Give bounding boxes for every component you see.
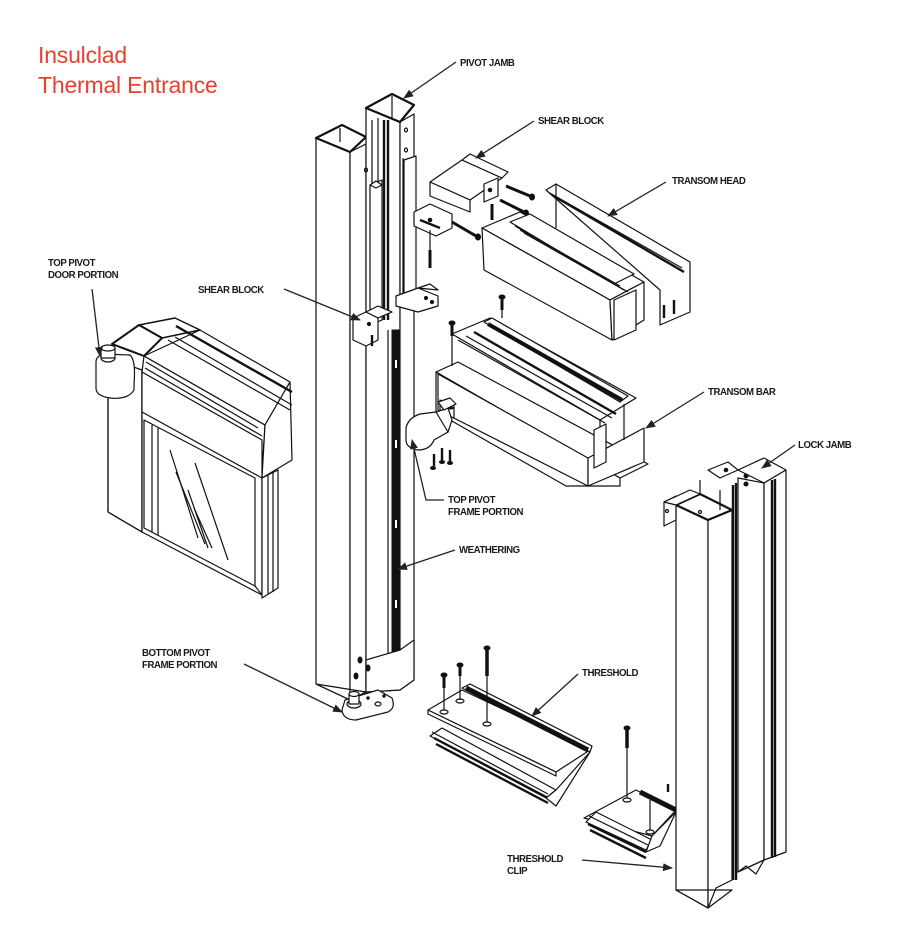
label-shear-block-left: SHEAR BLOCK — [198, 284, 264, 296]
shear-block-jamb-right — [395, 283, 439, 313]
label-transom-head: TRANSOM HEAD — [672, 175, 746, 187]
glass-reflection — [169, 449, 229, 561]
label-line: CLIP — [507, 865, 528, 877]
label-pivot-jamb: PIVOT JAMB — [460, 57, 515, 69]
label-shear-block-top: SHEAR BLOCK — [538, 115, 604, 127]
label-threshold: THRESHOLD — [582, 667, 638, 679]
label-line: BOTTOM PIVOT — [142, 647, 210, 659]
screws-transom-bar — [448, 294, 506, 366]
label-line: TOP PIVOT — [48, 257, 96, 269]
weathering-strip — [391, 329, 401, 671]
top-pivot-door-portion — [95, 344, 136, 512]
leader-lines — [91, 61, 796, 872]
bottom-pivot-frame-portion — [341, 689, 394, 721]
label-lock-jamb: LOCK JAMB — [798, 439, 852, 451]
label-line: DOOR PORTION — [48, 269, 119, 281]
title-line-2: Thermal Entrance — [38, 72, 218, 98]
threshold — [427, 645, 593, 807]
label-line: TOP PIVOT — [448, 494, 496, 506]
label-line: FRAME PORTION — [142, 659, 218, 671]
door-section — [95, 317, 293, 599]
lock-jamb — [663, 457, 787, 909]
label-line: FRAME PORTION — [448, 506, 524, 518]
label-top-pivot-door-portion: TOP PIVOT DOOR PORTION — [48, 257, 119, 281]
label-threshold-clip: THRESHOLD CLIP — [507, 853, 563, 877]
transom-bar — [435, 317, 649, 487]
pivot-jamb — [314, 92, 417, 701]
transom-head — [481, 183, 691, 341]
label-transom-bar: TRANSOM BAR — [708, 386, 776, 398]
shear-block-left — [352, 305, 393, 347]
label-weathering: WEATHERING — [459, 544, 520, 556]
shear-block-top — [413, 153, 509, 237]
title-line-1: Insulclad — [38, 42, 127, 68]
label-bottom-pivot-frame-portion: BOTTOM PIVOT FRAME PORTION — [142, 647, 218, 671]
threshold-right-section — [583, 725, 678, 860]
diagram-title: Insulclad Thermal Entrance — [38, 40, 218, 100]
label-top-pivot-frame-portion: TOP PIVOT FRAME PORTION — [448, 494, 524, 518]
label-line: THRESHOLD — [507, 853, 563, 865]
